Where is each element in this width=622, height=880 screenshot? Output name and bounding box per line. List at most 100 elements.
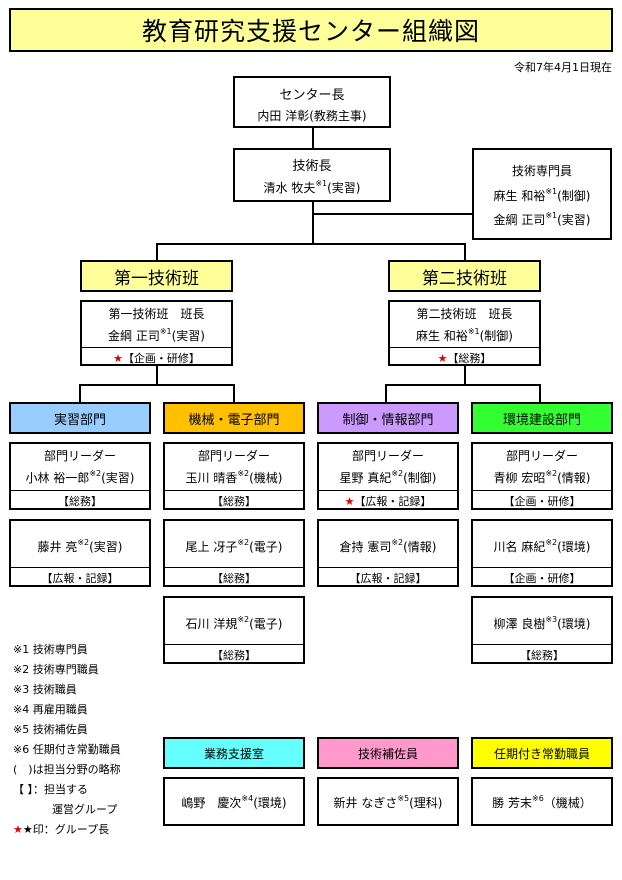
connector-line [79, 384, 81, 402]
group-leader-role: 第一技術班 班長 [108, 307, 205, 321]
field-label: (情報) [557, 471, 591, 485]
title-banner: 教育研究支援センター組織図 [9, 8, 613, 52]
bottom-member-box: 新井 なぎさ※5(理科) [317, 777, 459, 826]
note-mark: ※1 [159, 327, 172, 336]
field-label: (実習) [101, 471, 135, 485]
dept-leader-role: 部門リーダー [43, 449, 116, 463]
legend-item: ※1 技術専門員 [13, 643, 88, 656]
field-label: (理科) [409, 796, 443, 810]
dept-leader-line: 小林 裕一郎※2(実習) [25, 469, 135, 486]
note-mark: ※4 [241, 794, 254, 803]
member-duty: 【総務】 [212, 649, 256, 662]
field-label: (環境) [557, 617, 591, 631]
bottom-member-box: 勝 芳末※6（機械） [471, 777, 613, 826]
bottom-member-line: 嶋野 慶次※4(環境) [181, 794, 287, 811]
dept-leader-role: 部門リーダー [351, 449, 424, 463]
legend-item: ※5 技術補佐員 [13, 723, 88, 736]
field-label: (制御) [557, 189, 591, 203]
dept-header-kankyo: 環境建設部門 [471, 402, 613, 434]
star-icon: ★ [113, 352, 123, 365]
dept-duty: 【企画・研修】 [503, 495, 581, 508]
legend-item: 【 】：担当する [13, 783, 88, 796]
field-label: (環境) [253, 796, 287, 810]
bottom-member-line: 新井 なぎさ※5(理科) [333, 794, 443, 811]
group-leader-box-2: 第二技術班 班長 麻生 和裕※1(制御) ★【総務】 [388, 300, 541, 366]
star-icon: ★ [344, 495, 355, 508]
bottom-member-line: 勝 芳末※6（機械） [492, 794, 592, 811]
bottom-header-ninki: 任期付き常勤職員 [471, 737, 613, 769]
group-header-1: 第一技術班 [80, 260, 233, 292]
dept-header-seigyo: 制御・情報部門 [317, 402, 459, 434]
group-duty: ★【企画・研修】 [113, 352, 200, 365]
dept-leader-line: 星野 真紀※2(制御) [339, 469, 437, 486]
dept-header-jisshu: 実習部門 [9, 402, 151, 434]
field-label: (実習) [89, 540, 123, 554]
dept-leader-box: 部門リーダー 星野 真紀※2(制御) ★【広報・記録】 [317, 442, 459, 510]
member-duty: 【広報・記録】 [349, 572, 427, 585]
star-icon: ★ [13, 823, 23, 836]
field-label: (電子) [249, 540, 283, 554]
connector-line [385, 384, 387, 402]
member-duty: 【広報・記録】 [41, 572, 119, 585]
note-mark: ※6 [532, 794, 544, 803]
member-box: 石川 洋規※2(電子) 【総務】 [163, 596, 305, 664]
field-label: (機械) [249, 471, 283, 485]
connector-line [464, 243, 466, 260]
field-label: (電子) [249, 617, 283, 631]
member-box: 柳澤 良樹※3(環境) 【総務】 [471, 596, 613, 664]
connector-line [79, 384, 235, 386]
group-duty: ★【総務】 [437, 352, 492, 365]
star-icon: ★ [437, 352, 448, 365]
legend-item: ※3 技術職員 [13, 683, 77, 696]
legend-item: ( )は担当分野の略称 [13, 763, 121, 776]
member-line: 藤井 亮※2(実習) [37, 538, 123, 555]
dept-leader-line: 玉川 晴香※2(機械) [185, 469, 283, 486]
connector-line [156, 366, 158, 386]
dept-leader-role: 部門リーダー [197, 449, 270, 463]
member-box: 藤井 亮※2(実習) 【広報・記録】 [9, 519, 151, 587]
bottom-header-gyomu: 業務支援室 [163, 737, 305, 769]
page-title: 教育研究支援センター組織図 [141, 17, 480, 46]
member-duty: 【総務】 [520, 649, 564, 662]
dept-leader-box: 部門リーダー 青柳 宏昭※2(情報) 【企画・研修】 [471, 442, 613, 510]
member-line: 倉持 憲司※2(情報) [339, 538, 437, 555]
note-mark: ※2 [237, 538, 250, 547]
note-mark: ※2 [77, 538, 90, 547]
specialist-box: 技術専門員 麻生 和裕※1(制御) 金綱 正司※1(実習) [472, 148, 612, 240]
note-mark: ※1 [467, 327, 480, 336]
specialist-role: 技術専門員 [511, 164, 572, 178]
note-mark: ※2 [545, 538, 558, 547]
legend-item: 運営グループ [52, 803, 118, 816]
field-label: (実習) [557, 213, 591, 227]
field-label: (制御) [479, 329, 513, 343]
note-mark: ※2 [237, 615, 250, 624]
member-line: 川名 麻紀※2(環境) [493, 538, 591, 555]
connector-line [385, 384, 541, 386]
connector-line [156, 243, 158, 260]
field-label: (環境) [557, 540, 591, 554]
director-name: 内田 洋彰(教務主事) [257, 109, 367, 123]
member-box: 倉持 憲司※2(情報) 【広報・記録】 [317, 519, 459, 587]
field-label: （機械） [543, 796, 592, 810]
tech-head-box: 技術長 清水 牧夫※1(実習) [233, 148, 391, 202]
note-mark: ※2 [391, 538, 404, 547]
note-mark: ※2 [237, 469, 250, 478]
field-label: (実習) [171, 329, 205, 343]
connector-line [312, 128, 314, 150]
member-box: 川名 麻紀※2(環境) 【企画・研修】 [471, 519, 613, 587]
director-box: センター長 内田 洋彰(教務主事) [233, 76, 391, 128]
as-of-date: 令和7年4月1日現在 [514, 61, 612, 74]
field-label: (制御) [403, 471, 437, 485]
group-header-2: 第二技術班 [388, 260, 541, 292]
tech-head-role: 技術長 [292, 159, 332, 174]
field-label: (情報) [403, 540, 437, 554]
note-mark: ※3 [545, 615, 558, 624]
note-mark: ※5 [397, 794, 410, 803]
connector-line [312, 200, 314, 245]
legend-item: ※2 技術専門職員 [13, 663, 99, 676]
member-box: 尾上 冴子※2(電子) 【総務】 [163, 519, 305, 587]
dept-header-kikai: 機械・電子部門 [163, 402, 305, 434]
note-mark: ※1 [545, 187, 558, 196]
connector-line [156, 243, 466, 245]
member-line: 柳澤 良樹※3(環境) [493, 615, 591, 632]
